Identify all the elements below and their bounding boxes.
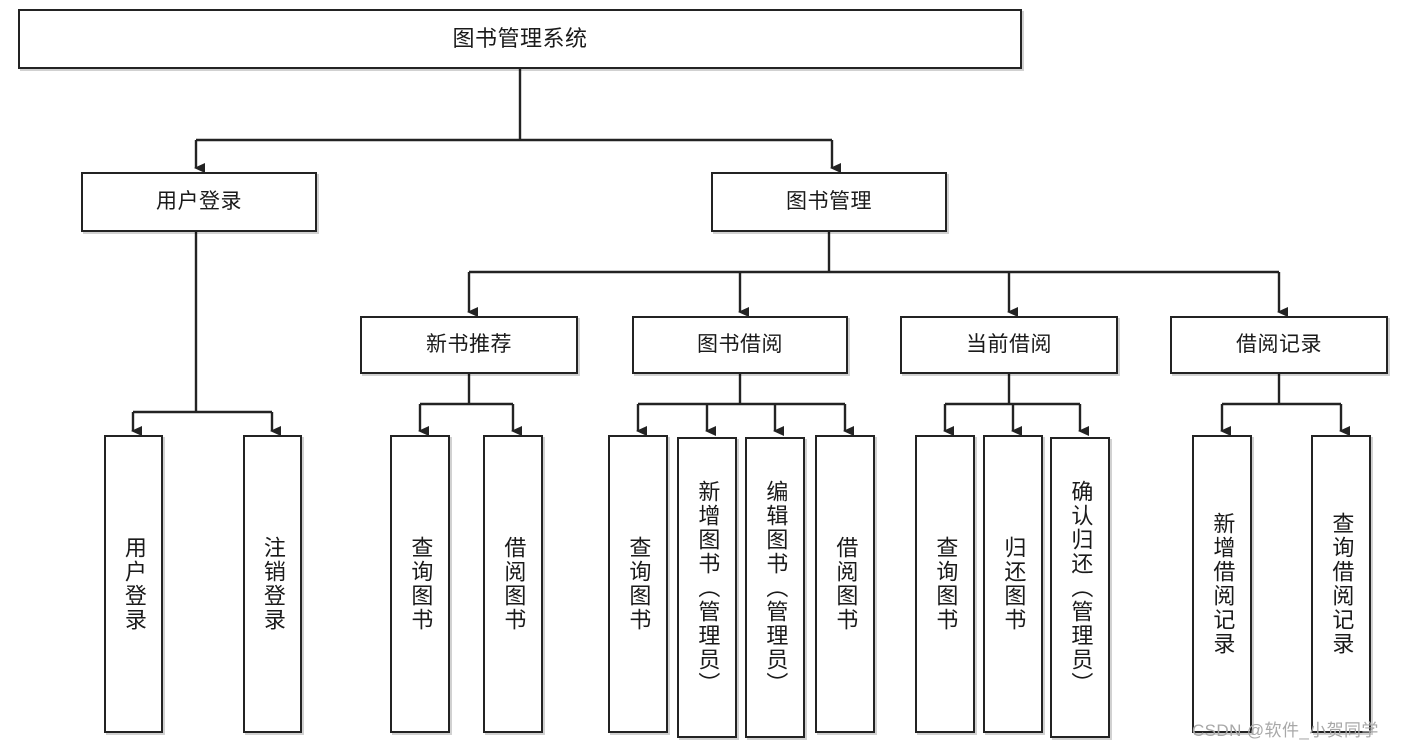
node-borrow-record-label: 借阅记录 bbox=[1236, 333, 1322, 357]
leaf-logout-login[interactable]: 注销登录 bbox=[243, 435, 302, 733]
leaf-edit-book-label: 编辑图书（管理员） bbox=[763, 479, 789, 696]
leaf-confirm-return-label: 确认归还（管理员） bbox=[1068, 479, 1094, 696]
leaf-borrow-book-1[interactable]: 借阅图书 bbox=[483, 435, 543, 733]
leaf-borrow-book-2-label: 借阅图书 bbox=[833, 536, 859, 632]
node-new-book-recommend[interactable]: 新书推荐 bbox=[360, 316, 578, 374]
leaf-return-book[interactable]: 归还图书 bbox=[983, 435, 1043, 733]
leaf-confirm-return[interactable]: 确认归还（管理员） bbox=[1050, 437, 1110, 738]
node-book-manage[interactable]: 图书管理 bbox=[711, 172, 947, 232]
leaf-add-record-label: 新增借阅记录 bbox=[1210, 512, 1236, 656]
leaf-query-book-2[interactable]: 查询图书 bbox=[608, 435, 668, 733]
node-book-borrow-label: 图书借阅 bbox=[697, 333, 783, 357]
leaf-add-book[interactable]: 新增图书（管理员） bbox=[677, 437, 737, 738]
node-user-login-label: 用户登录 bbox=[156, 190, 242, 214]
leaf-add-record[interactable]: 新增借阅记录 bbox=[1192, 435, 1252, 733]
node-root[interactable]: 图书管理系统 bbox=[18, 9, 1022, 69]
node-borrow-record[interactable]: 借阅记录 bbox=[1170, 316, 1388, 374]
leaf-return-book-label: 归还图书 bbox=[1001, 536, 1027, 632]
leaf-query-book-3[interactable]: 查询图书 bbox=[915, 435, 975, 733]
leaf-user-login-label: 用户登录 bbox=[121, 536, 147, 632]
leaf-logout-login-label: 注销登录 bbox=[260, 536, 286, 632]
node-book-manage-label: 图书管理 bbox=[786, 190, 872, 214]
node-new-book-recommend-label: 新书推荐 bbox=[426, 333, 512, 357]
node-root-label: 图书管理系统 bbox=[452, 25, 588, 51]
leaf-query-book-1[interactable]: 查询图书 bbox=[390, 435, 450, 733]
leaf-borrow-book-1-label: 借阅图书 bbox=[501, 536, 527, 632]
leaf-edit-book[interactable]: 编辑图书（管理员） bbox=[745, 437, 805, 738]
leaf-query-record[interactable]: 查询借阅记录 bbox=[1311, 435, 1371, 733]
node-book-borrow[interactable]: 图书借阅 bbox=[632, 316, 848, 374]
node-current-borrow-label: 当前借阅 bbox=[966, 333, 1052, 357]
leaf-query-record-label: 查询借阅记录 bbox=[1329, 512, 1355, 656]
leaf-user-login[interactable]: 用户登录 bbox=[104, 435, 163, 733]
leaf-add-book-label: 新增图书（管理员） bbox=[695, 479, 721, 696]
leaf-borrow-book-2[interactable]: 借阅图书 bbox=[815, 435, 875, 733]
node-user-login[interactable]: 用户登录 bbox=[81, 172, 317, 232]
leaf-query-book-1-label: 查询图书 bbox=[408, 536, 434, 632]
csdn-watermark: CSDN @软件_小贺同学 bbox=[1192, 721, 1379, 740]
node-current-borrow[interactable]: 当前借阅 bbox=[900, 316, 1118, 374]
leaf-query-book-3-label: 查询图书 bbox=[933, 536, 959, 632]
leaf-query-book-2-label: 查询图书 bbox=[626, 536, 652, 632]
